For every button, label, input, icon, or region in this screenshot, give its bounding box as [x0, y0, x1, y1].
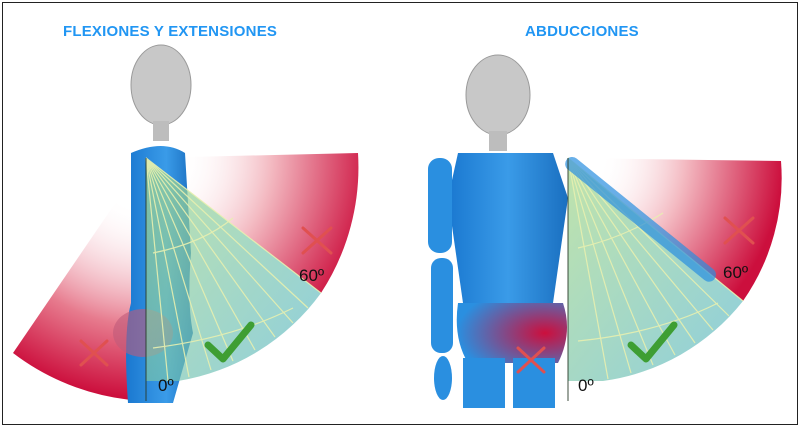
upper-arm-left [428, 158, 452, 253]
leg-left [463, 358, 505, 408]
angle-label-0: 0º [578, 376, 594, 395]
angle-label-0: 0º [158, 376, 174, 395]
panel-abducciones: ABDUCCIONES [403, 3, 797, 426]
torso [448, 153, 568, 303]
hip [457, 303, 567, 363]
neck [153, 121, 169, 141]
head [131, 45, 191, 125]
angle-label-60: 60º [299, 266, 324, 285]
angle-label-60: 60º [723, 263, 748, 282]
figure-frame: FLEXIONES Y EXTENSIONES [2, 2, 798, 425]
leg-right [513, 358, 555, 408]
neck [489, 131, 507, 151]
abduction-diagram: 60º 0º [403, 3, 797, 426]
flexion-diagram: 60º 0º [3, 3, 403, 426]
head [466, 55, 530, 135]
hand-left [434, 356, 452, 400]
panel-flexiones: FLEXIONES Y EXTENSIONES [3, 3, 403, 426]
forbidden-zone-lower [13, 158, 146, 401]
forearm-left [431, 258, 453, 353]
